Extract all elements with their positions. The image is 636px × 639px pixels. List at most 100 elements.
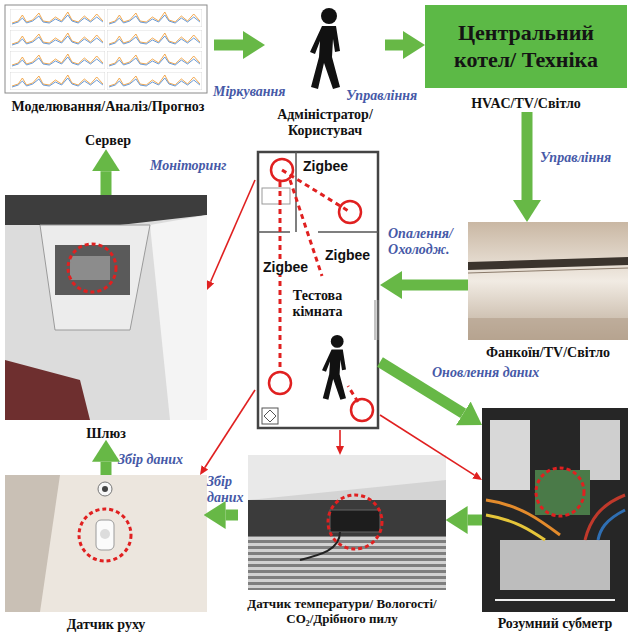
climate-sensor-photo [300, 532, 340, 560]
protocol-label: Zigbee [302, 158, 349, 174]
fancoil-photo [468, 318, 628, 340]
floor-plan: Тестова кімната [255, 150, 380, 430]
person-icon [322, 335, 346, 400]
gateway-photo [55, 245, 130, 295]
flow-arrow [226, 510, 238, 521]
flow-arrow [522, 112, 533, 200]
submeter-photo [482, 408, 628, 612]
edge-label: Збір даних [207, 474, 247, 506]
chart-screenshot [107, 72, 202, 90]
chart-screenshot [5, 5, 207, 93]
climate-sensor-photo [248, 455, 446, 590]
boiler-block [425, 5, 627, 88]
protocol-label: Zigbee [262, 259, 309, 275]
fancoil-photo [468, 257, 628, 270]
room-name: Тестова кімната [280, 288, 355, 320]
gateway-photo [150, 215, 207, 420]
climate-sensor-photo [248, 455, 446, 500]
motion-sensor-photo [5, 475, 207, 612]
floor-plan [264, 410, 276, 422]
submeter-photo [495, 599, 615, 601]
climate-sensor-photo [248, 500, 446, 536]
edge-label: Моніторинг [150, 158, 226, 174]
gateway-photo [5, 195, 207, 420]
submeter-photo [486, 515, 545, 540]
sensor-link [211, 180, 255, 282]
sensor-marker [339, 201, 361, 223]
caption: HVAC/TV/Світло [425, 96, 627, 112]
motion-sensor-photo [102, 486, 108, 492]
caption: Фанкоїн/TV/Світло [468, 345, 628, 361]
person-icon [322, 335, 346, 400]
photo-panel: Датчик температури/ Вологості/ CO₂/Дрібн… [238, 455, 446, 627]
edge-label: Збір даних [118, 452, 183, 468]
chart-screenshot [107, 51, 202, 69]
flow-arrow [101, 171, 112, 195]
photo-panel: Шлюз [5, 195, 207, 442]
sensor-marker [271, 159, 293, 181]
submeter-photo [598, 510, 625, 540]
climate-sensor-photo [330, 510, 380, 532]
caption: Розумний субметр [482, 616, 628, 632]
fancoil-photo [468, 222, 628, 340]
chart-screenshot [5, 5, 207, 93]
sensor-link [380, 415, 474, 475]
gateway-photo [70, 256, 110, 280]
floor-plan [375, 300, 378, 340]
chart-screenshot [10, 30, 105, 48]
edge-label: Опалення/ Охолодж. [388, 226, 468, 258]
submeter-photo [536, 468, 584, 516]
floor-plan [262, 188, 290, 204]
edge-label: Управління [540, 150, 611, 166]
caption: Сервер [2, 133, 214, 149]
floor-plan [262, 408, 278, 424]
climate-sensor-photo [248, 536, 446, 590]
motion-sensor-photo [5, 475, 207, 612]
sensor-marker [269, 372, 291, 394]
flow-arrow [385, 40, 403, 51]
edge-label: Оновлення даних [432, 365, 539, 381]
user-figure: Адміністратор/ Користувач [265, 5, 385, 139]
chart-panel: Моделювання/Аналіз/ПрогнозСервер [2, 5, 214, 149]
sensor-marker [269, 159, 373, 421]
flow-arrow [101, 462, 112, 475]
motion-sensor-photo [100, 529, 110, 539]
boiler-box: Центральний котел/ ТехнікаHVAC/TV/Світло [425, 5, 627, 112]
person-icon [310, 8, 340, 89]
protocol-label: Zigbee [324, 247, 371, 263]
motion-sensor-photo [79, 509, 131, 561]
motion-sensor-photo [98, 482, 112, 496]
climate-sensor-photo [248, 455, 446, 590]
flow-arrow [468, 515, 482, 526]
flow-arrow [402, 280, 468, 291]
flow-arrow [214, 40, 243, 51]
gateway-photo [5, 360, 90, 420]
caption: Датчик температури/ Вологості/ CO₂/Дрібн… [238, 597, 446, 627]
submeter-photo [490, 420, 530, 490]
edge-label: Управління [346, 88, 417, 104]
photo-panel: Датчик руху [5, 475, 207, 633]
motion-sensor-photo [96, 520, 114, 550]
gateway-photo [5, 195, 207, 420]
motion-sensor-photo [5, 475, 60, 612]
person-icon [310, 8, 340, 89]
climate-sensor-photo [328, 495, 382, 549]
submeter-photo [585, 495, 625, 540]
box-title: Центральний котел/ Техніка [425, 20, 627, 73]
chart-screenshot [10, 72, 105, 90]
sensor-link [205, 390, 255, 467]
fancoil-photo [468, 268, 628, 273]
caption: Адміністратор/ Користувач [265, 107, 385, 139]
floor-plan [258, 152, 378, 428]
zigbee-link [279, 182, 282, 371]
chart-screenshot [107, 9, 202, 27]
submeter-photo [482, 408, 628, 612]
chart-screenshot [107, 30, 202, 48]
submeter-photo [500, 540, 610, 590]
floor-plan [258, 152, 378, 428]
boiler-block [425, 5, 627, 88]
sensor-marker [351, 399, 373, 421]
edge-label: Міркування [213, 84, 286, 100]
chart-screenshot [10, 51, 105, 69]
